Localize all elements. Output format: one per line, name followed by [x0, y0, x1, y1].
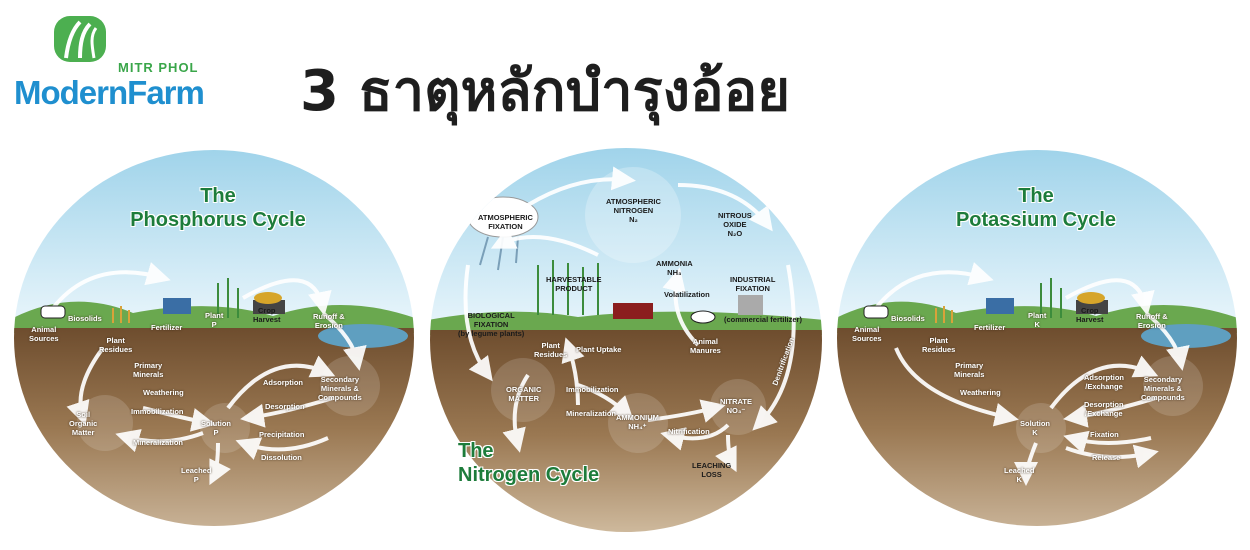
label-adsorption: Adsorption [263, 378, 303, 387]
phosphorus-title: Phosphorus Cycle [113, 208, 323, 232]
label-volatilization: Volatilization [664, 290, 710, 299]
logo-modernfarm-text: ModernFarm [14, 74, 204, 112]
label-k-fixation: Fixation [1090, 430, 1119, 439]
label-k-weathering: Weathering [960, 388, 1001, 397]
label-k-adsorption: Adsorption/Exchange [1084, 373, 1124, 391]
label-k-desorption: Desorption/Exchange [1084, 400, 1124, 418]
label-runoff-erosion: Runoff &Erosion [313, 312, 345, 330]
label-k-fertilizer: Fertilizer [974, 323, 1005, 332]
label-mineralization: Mineralization [133, 438, 183, 447]
mitr-phol-logo: MITR PHOL ModernFarm [14, 14, 229, 109]
label-biosolids: Biosolids [68, 314, 102, 323]
label-immobilization: Immobilization [131, 407, 184, 416]
page-title: 3 ธาตุหลักบำรุงอ้อย [300, 46, 790, 135]
potassium-title: Potassium Cycle [931, 208, 1141, 232]
label-dissolution: Dissolution [261, 453, 302, 462]
label-n-mineralization: Mineralization [566, 409, 616, 418]
label-weathering: Weathering [143, 388, 184, 397]
label-k-release: Release [1092, 453, 1120, 462]
nitrogen-title-the: The [458, 439, 658, 463]
logo-mitr-phol-text: MITR PHOL [118, 60, 199, 75]
label-k-biosolids: Biosolids [891, 314, 925, 323]
label-plant-uptake: Plant Uptake [576, 345, 621, 354]
label-nitrification: Nitrification [668, 427, 710, 436]
potassium-title-the: The [931, 184, 1141, 208]
label-fertilizer: Fertilizer [151, 323, 182, 332]
nitrogen-title: Nitrogen Cycle [458, 463, 658, 487]
label-precipitation: Precipitation [259, 430, 304, 439]
phosphorus-title-the: The [113, 184, 323, 208]
label-desorption: Desorption [265, 402, 305, 411]
label-commercial-fertilizer: (commercial fertilizer) [724, 315, 802, 324]
sugarcane-leaf-icon [50, 14, 110, 64]
label-k-runoff-erosion: Runoff &Erosion [1136, 312, 1168, 330]
label-n-immobilization: Immobilization [566, 385, 619, 394]
